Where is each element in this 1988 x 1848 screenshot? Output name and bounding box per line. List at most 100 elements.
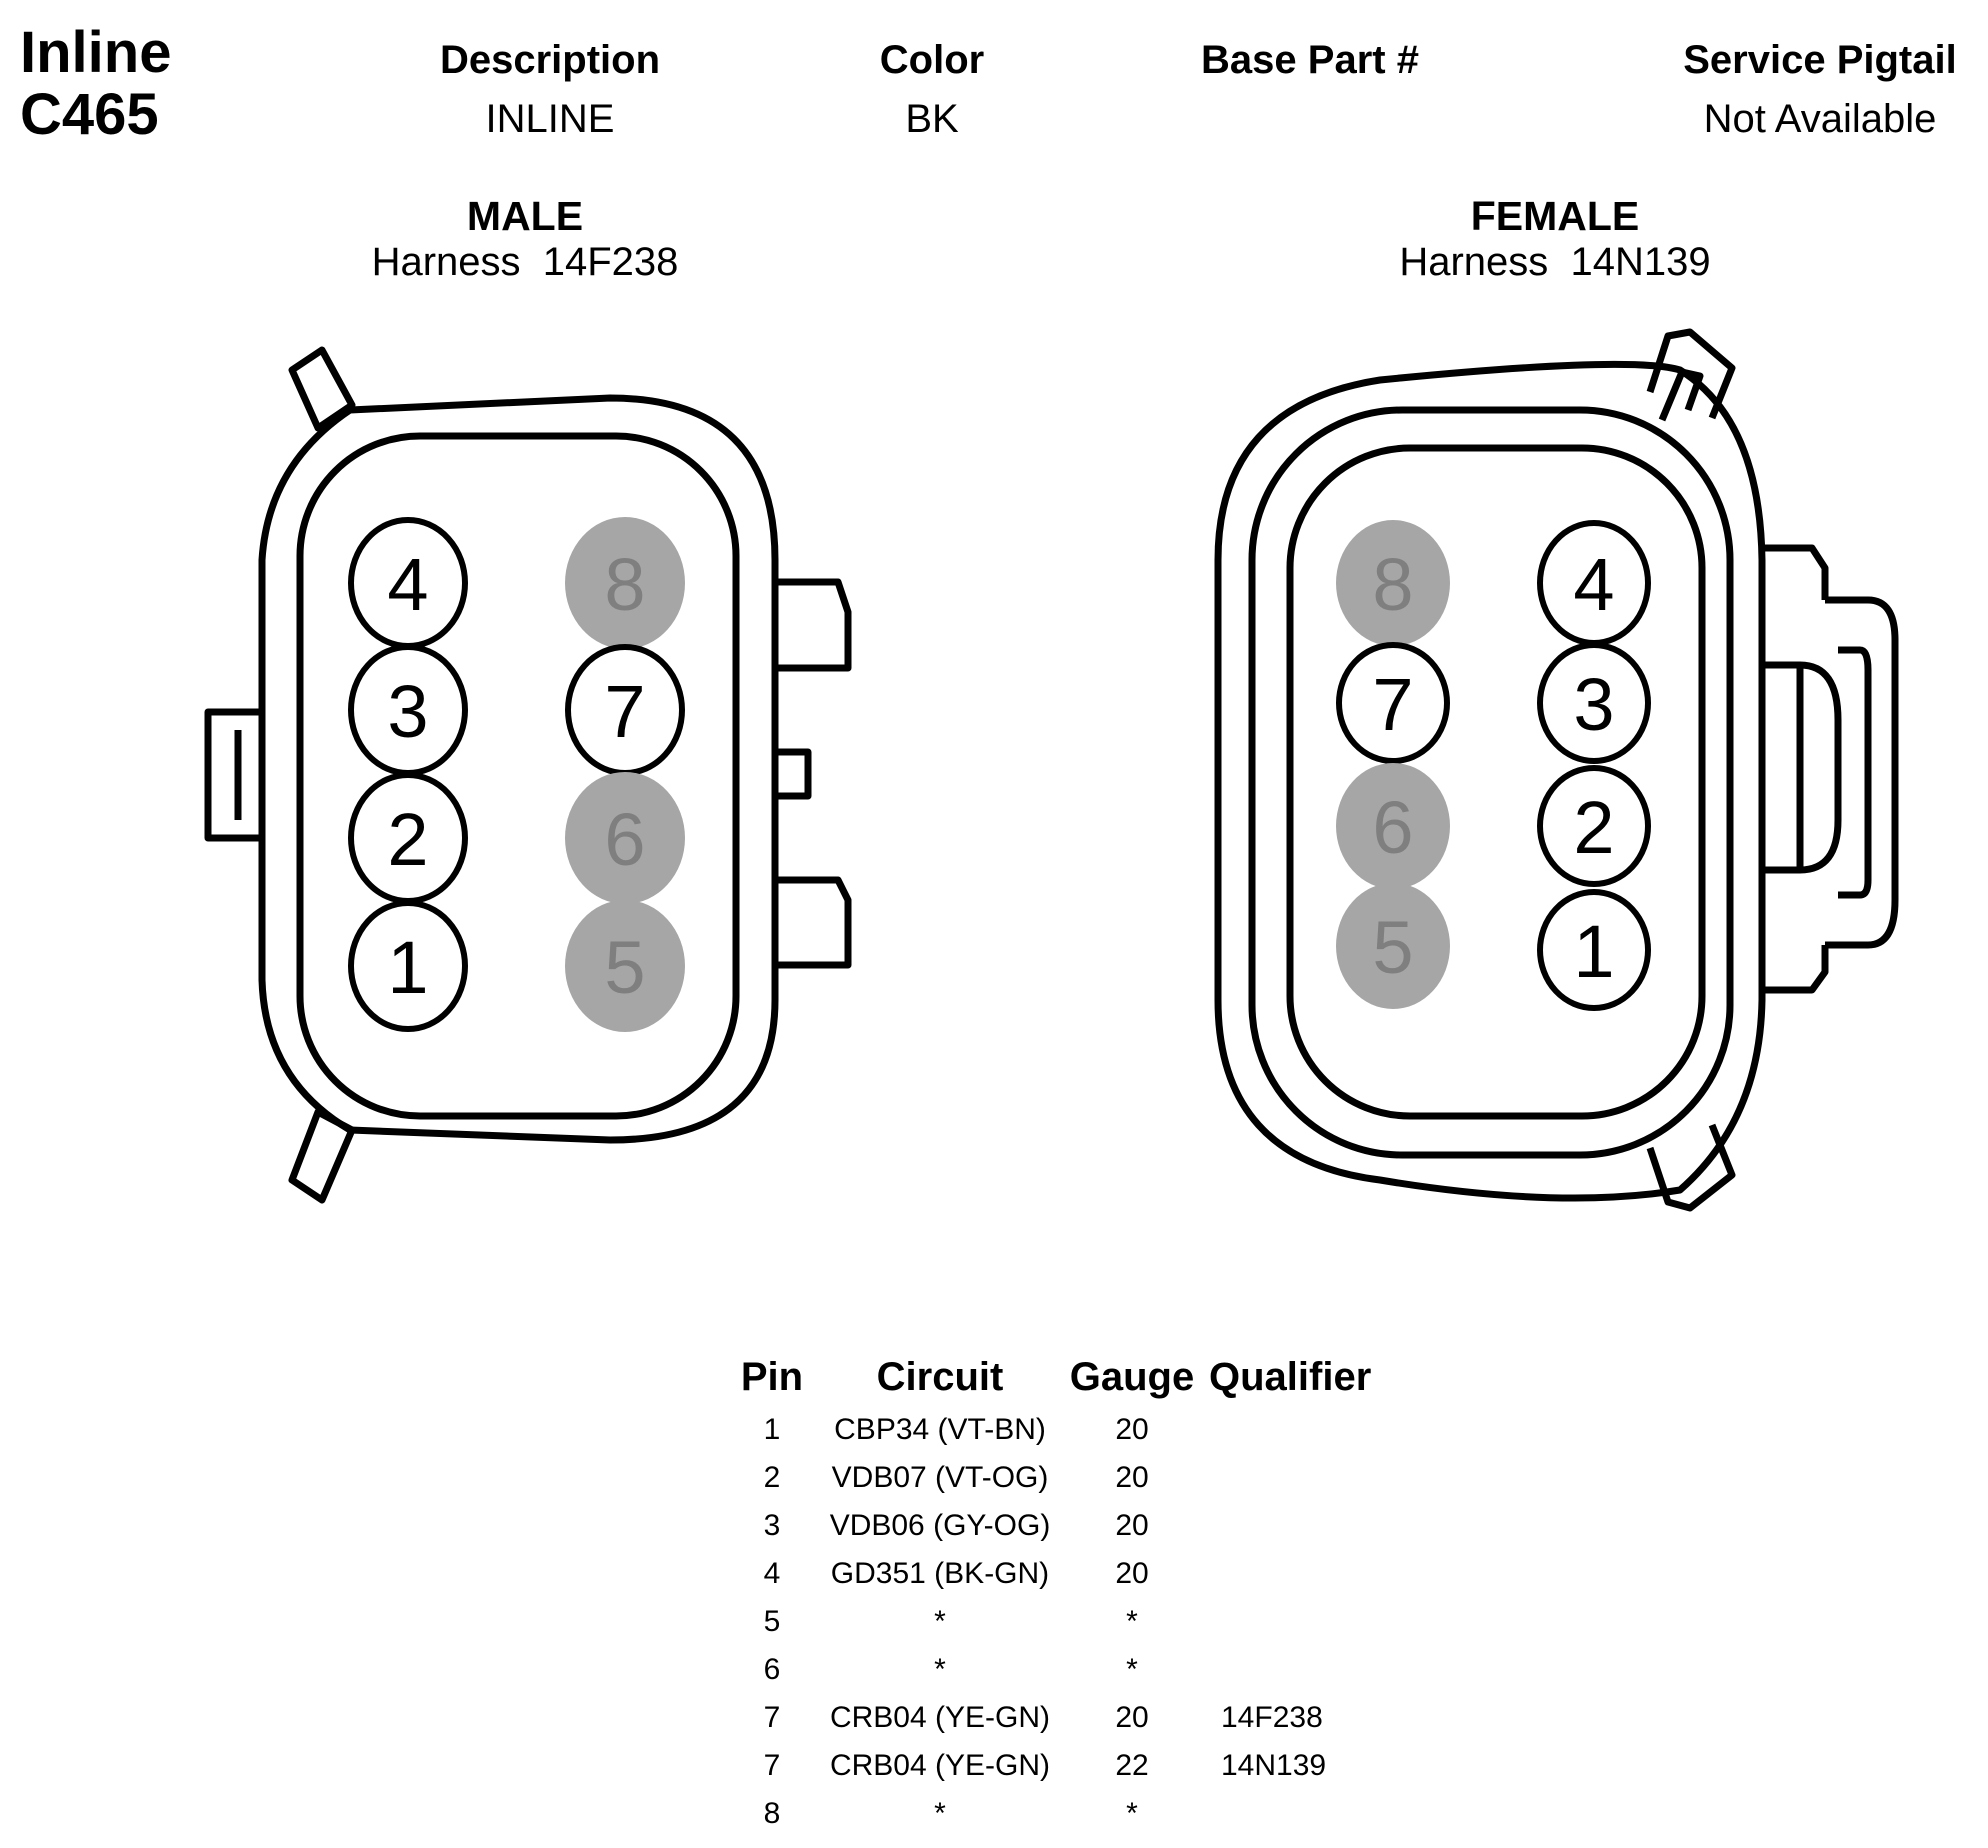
female-cavity-8-label: 8 bbox=[1372, 543, 1413, 626]
circuit-cell: CRB04 (YE-GN) bbox=[829, 1701, 1051, 1734]
table-row: 6 * * bbox=[725, 1646, 1385, 1694]
connector-name: Inline C465 bbox=[20, 22, 171, 146]
male-title: MALE bbox=[466, 193, 584, 239]
description-value: INLINE bbox=[485, 97, 615, 141]
connector-id: C465 bbox=[20, 82, 159, 147]
service-pigtail-value: Not Available bbox=[1703, 97, 1937, 141]
circuit-cell: VDB07 (VT-OG) bbox=[831, 1461, 1049, 1494]
male-cavity-4: 4 bbox=[348, 517, 468, 649]
qualifier-cell bbox=[1203, 1598, 1385, 1646]
pin-cell: 3 bbox=[763, 1509, 781, 1542]
female-cavity-2-label: 2 bbox=[1573, 786, 1614, 869]
circuit-cell: * bbox=[934, 1653, 946, 1686]
male-cavity-1: 1 bbox=[348, 900, 468, 1032]
male-cavity-2-label: 2 bbox=[387, 798, 428, 881]
male-cavity-8: 8 bbox=[565, 517, 685, 649]
circuit-cell: GD351 (BK-GN) bbox=[830, 1557, 1050, 1590]
table-row: 7 CRB04 (YE-GN) 20 14F238 bbox=[725, 1694, 1385, 1742]
male-harness: Harness 14F238 bbox=[371, 240, 679, 284]
table-row: 7 CRB04 (YE-GN) 22 14N139 bbox=[725, 1742, 1385, 1790]
female-cavity-5-label: 5 bbox=[1372, 906, 1413, 989]
pin-cell: 4 bbox=[763, 1557, 781, 1590]
gauge-cell: * bbox=[1126, 1653, 1138, 1686]
female-cavity-8: 8 bbox=[1336, 520, 1450, 646]
gauge-cell: 20 bbox=[1115, 1461, 1149, 1494]
qualifier-cell: 14F238 bbox=[1221, 1701, 1323, 1734]
qualifier-cell bbox=[1203, 1454, 1385, 1502]
pin-cell: 1 bbox=[763, 1413, 781, 1446]
female-harness: Harness 14N139 bbox=[1399, 240, 1711, 284]
service-pigtail-label: Service Pigtail bbox=[1683, 38, 1957, 82]
connector-type: Inline bbox=[20, 20, 172, 85]
circuit-cell: * bbox=[934, 1605, 946, 1638]
female-cavity-2: 2 bbox=[1537, 765, 1651, 887]
gauge-cell: 20 bbox=[1115, 1509, 1149, 1542]
description-label: Description bbox=[439, 38, 661, 82]
male-cavity-7-label: 7 bbox=[604, 670, 645, 753]
female-cavity-3: 3 bbox=[1537, 642, 1651, 764]
color-label: Color bbox=[879, 38, 985, 82]
color-value: BK bbox=[905, 97, 959, 141]
table-row: 1 CBP34 (VT-BN) 20 bbox=[725, 1406, 1385, 1454]
male-connector-body bbox=[204, 346, 852, 1204]
table-row: 2 VDB07 (VT-OG) 20 bbox=[725, 1454, 1385, 1502]
circuit-cell: VDB06 (GY-OG) bbox=[829, 1509, 1051, 1542]
qualifier-cell bbox=[1203, 1502, 1385, 1550]
pin-cell: 8 bbox=[763, 1797, 781, 1830]
circuit-header: Circuit bbox=[876, 1354, 1004, 1399]
qualifier-header: Qualifier bbox=[1209, 1354, 1372, 1399]
female-cavity-1: 1 bbox=[1537, 889, 1651, 1011]
pin-cell: 6 bbox=[763, 1653, 781, 1686]
male-cavities: 4 3 2 1 8 7 6 5 bbox=[348, 517, 685, 1032]
table-row: 4 GD351 (BK-GN) 20 bbox=[725, 1550, 1385, 1598]
table-row: 5 * * bbox=[725, 1598, 1385, 1646]
male-cavity-6: 6 bbox=[565, 772, 685, 904]
qualifier-cell bbox=[1203, 1406, 1385, 1454]
male-cavity-8-label: 8 bbox=[604, 543, 645, 626]
male-cavity-1-label: 1 bbox=[387, 926, 428, 1009]
pin-cell: 2 bbox=[763, 1461, 781, 1494]
male-cavity-5-label: 5 bbox=[604, 926, 645, 1009]
base-part-label: Base Part # bbox=[1201, 38, 1419, 82]
gauge-cell: 20 bbox=[1115, 1701, 1149, 1734]
qualifier-cell bbox=[1203, 1550, 1385, 1598]
female-cavity-1-label: 1 bbox=[1573, 910, 1614, 993]
female-title: FEMALE bbox=[1470, 193, 1640, 239]
gauge-header: Gauge bbox=[1069, 1354, 1195, 1399]
gauge-cell: 20 bbox=[1115, 1413, 1149, 1446]
male-cavity-3: 3 bbox=[348, 644, 468, 776]
female-cavity-7: 7 bbox=[1336, 642, 1450, 764]
female-cavity-5: 5 bbox=[1336, 883, 1450, 1009]
male-cavity-5: 5 bbox=[565, 900, 685, 1032]
pin-cell: 7 bbox=[763, 1749, 781, 1782]
female-cavity-6-label: 6 bbox=[1372, 786, 1413, 869]
qualifier-cell bbox=[1203, 1646, 1385, 1694]
pinout-table: Pin Circuit Gauge Qualifier 1 CBP34 (VT-… bbox=[725, 1348, 1385, 1838]
pin-cell: 7 bbox=[763, 1701, 781, 1734]
gauge-cell: 22 bbox=[1115, 1749, 1149, 1782]
female-cavity-4-label: 4 bbox=[1573, 543, 1614, 626]
table-row: 8 * * bbox=[725, 1790, 1385, 1838]
female-cavity-7-label: 7 bbox=[1372, 663, 1413, 746]
male-cavity-7: 7 bbox=[565, 644, 685, 776]
female-cavities: 8 7 6 5 4 3 2 1 bbox=[1336, 520, 1651, 1011]
pin-cell: 5 bbox=[763, 1605, 781, 1638]
male-cavity-4-label: 4 bbox=[387, 543, 428, 626]
qualifier-cell bbox=[1203, 1790, 1385, 1838]
gauge-cell: * bbox=[1126, 1797, 1138, 1830]
female-cavity-3-label: 3 bbox=[1573, 663, 1614, 746]
female-connector-body bbox=[1214, 328, 1899, 1212]
male-cavity-3-label: 3 bbox=[387, 670, 428, 753]
male-cavity-2: 2 bbox=[348, 772, 468, 904]
gauge-cell: * bbox=[1126, 1605, 1138, 1638]
female-cavity-4: 4 bbox=[1537, 520, 1651, 646]
circuit-cell: CBP34 (VT-BN) bbox=[834, 1413, 1046, 1446]
pinout-header-row: Pin Circuit Gauge Qualifier bbox=[725, 1348, 1385, 1406]
gauge-cell: 20 bbox=[1115, 1557, 1149, 1590]
female-cavity-6: 6 bbox=[1336, 763, 1450, 889]
table-row: 3 VDB06 (GY-OG) 20 bbox=[725, 1502, 1385, 1550]
circuit-cell: * bbox=[934, 1797, 946, 1830]
qualifier-cell: 14N139 bbox=[1221, 1749, 1327, 1782]
circuit-cell: CRB04 (YE-GN) bbox=[829, 1749, 1051, 1782]
pin-header: Pin bbox=[740, 1354, 804, 1399]
